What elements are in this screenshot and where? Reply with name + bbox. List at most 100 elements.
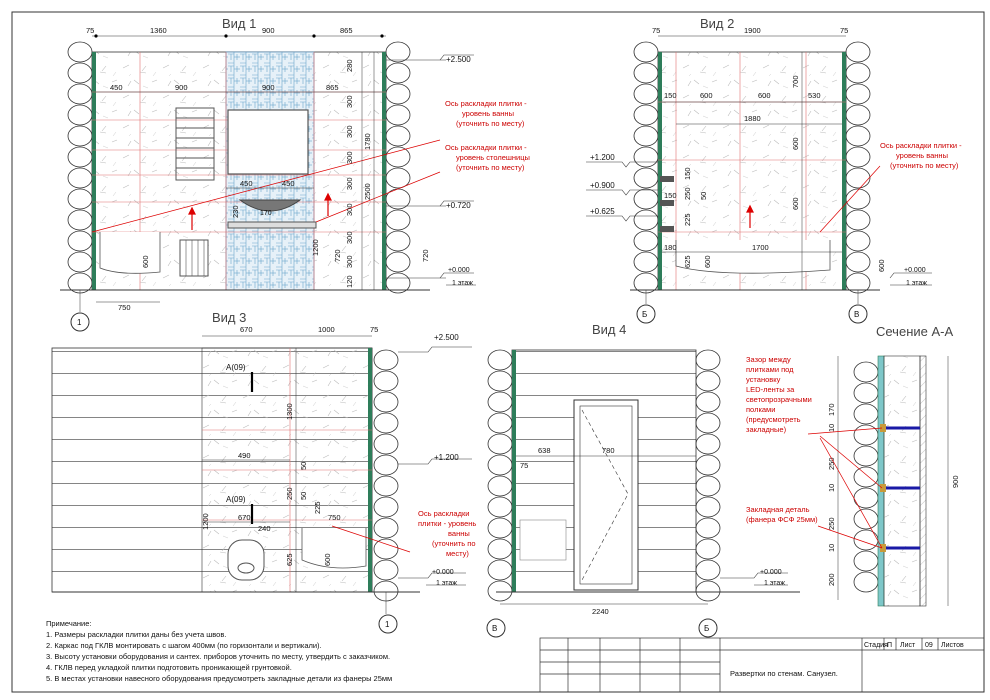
- v1-level-mid: +0.720: [446, 201, 471, 210]
- v3-note-line2: плитки - уровень: [418, 519, 476, 528]
- sec-dim-6: 10: [827, 544, 836, 552]
- v1-note1-line1: Ось раскладки плитки -: [445, 99, 527, 108]
- v2-v-2: 600: [791, 137, 800, 150]
- view-1: Вид 1: [60, 16, 530, 332]
- v3-v-2: 50: [299, 462, 308, 470]
- v3-mid-dim-1: 490: [238, 451, 251, 460]
- v1-top-dim-4: 865: [340, 26, 353, 35]
- v3-v-4: 50: [299, 492, 308, 500]
- v2-row-dim-3: 600: [758, 91, 771, 100]
- v3-v-3: 250: [285, 487, 294, 500]
- section-log-wall: [853, 361, 879, 593]
- v2-row-dim-1: 150: [664, 91, 677, 100]
- v4-dim-2: 780: [602, 446, 615, 455]
- cabinet: [519, 519, 567, 561]
- v3-note-line5: месту): [446, 549, 469, 558]
- section-a-a: Сечение А-А 170 10 250 10 250 10 200 900: [746, 324, 960, 607]
- shelf-1: [660, 176, 674, 182]
- view-4: Вид 4 638 780 75 2240: [486, 322, 800, 638]
- tb-sheet-value: 09: [925, 642, 933, 649]
- view-2-bathtub: [675, 240, 831, 274]
- view-2-title: Вид 2: [700, 16, 734, 31]
- v1-vr-5: 300: [345, 177, 354, 190]
- v1-vr-9: 120: [345, 275, 354, 288]
- v3-floor: 1 этаж: [436, 580, 457, 587]
- toilet: [227, 539, 265, 581]
- v2-v-9: 625: [683, 255, 692, 268]
- notes-item-3: 3. Высоту установки оборудования и санте…: [46, 652, 390, 661]
- view-3: Вид 3 А(09) А(09) 670 1000 75: [51, 310, 476, 634]
- v1-vr-3: 300: [345, 125, 354, 138]
- v4-axis-right: Б: [704, 624, 709, 633]
- tb-stage-label: Стадия: [864, 642, 888, 649]
- view-3-right-log-wall: [373, 349, 399, 602]
- v4-dim-3: 75: [520, 461, 528, 470]
- shelf-2: [660, 200, 674, 206]
- v1-row-dim-2: 900: [175, 83, 188, 92]
- v1-row-dim-1: 450: [110, 83, 123, 92]
- v2-level-3: +0.625: [590, 207, 615, 216]
- v2-floor: 1 этаж: [906, 280, 927, 287]
- v1-vl-2: 600: [141, 255, 150, 268]
- v2-row-dim-2: 600: [700, 91, 713, 100]
- sec-note1-2: плитками под: [746, 365, 794, 374]
- v3-axis: 1: [385, 620, 390, 629]
- v2-top-dim-1: 75: [652, 26, 660, 35]
- v2-level-1: +1.200: [590, 153, 615, 162]
- v3-section-label-2: А(09): [226, 495, 246, 504]
- v1-mid-dim-1: 450: [240, 179, 253, 188]
- v3-v-5: 225: [313, 501, 322, 514]
- sec-note1-3: установку: [746, 375, 781, 384]
- notes-item-2: 2. Каркас под ГКЛВ монтировать с шагом 4…: [46, 641, 322, 650]
- sec-dim-2: 10: [827, 424, 836, 432]
- v1-vm-2: 2500: [363, 183, 372, 200]
- v2-level-zero: +0.000: [904, 267, 926, 274]
- view-4-right-log-wall: [695, 349, 721, 602]
- v1-vr-2: 300: [345, 95, 354, 108]
- sec-note1-7: (предусмотреть: [746, 415, 801, 424]
- title-block: [539, 637, 985, 693]
- v3-note-line4: (уточнить по: [432, 539, 476, 548]
- v4-bottom-dim: 2240: [592, 607, 609, 616]
- v2-v-4: 150: [683, 167, 692, 180]
- v3-mid-dim-2: 670: [238, 513, 251, 522]
- v1-mid-dim-2: 450: [282, 179, 295, 188]
- v2-v-6: 50: [699, 192, 708, 200]
- view-4-title: Вид 4: [592, 322, 626, 337]
- sec-dim-7: 200: [827, 573, 836, 586]
- v1-top-dim-1: 75: [86, 26, 94, 35]
- sec-total: 900: [951, 475, 960, 488]
- v2-note-line2: уровень ванны: [896, 151, 948, 160]
- sec-dim-1: 170: [827, 403, 836, 416]
- v1-level-zero: +0.000: [448, 267, 470, 274]
- view-1-axis-arrows: [188, 192, 332, 230]
- view-2-right-log-wall: [845, 41, 871, 294]
- view-1-leader-1: [91, 139, 441, 233]
- v1-vm-3: 720: [421, 249, 430, 262]
- view-3-title: Вид 3: [212, 310, 246, 325]
- v1-vr-4: 300: [345, 151, 354, 164]
- notes-heading: Примечание:: [46, 619, 92, 628]
- v4-floor: 1 этаж: [764, 580, 785, 587]
- v2-v-3: 600: [791, 197, 800, 210]
- v2-note-line3: (уточнить по месту): [890, 161, 959, 170]
- v2-bottom-dim-1: 180: [664, 243, 677, 252]
- door: [573, 399, 639, 591]
- towel-rail: [175, 107, 215, 181]
- tb-stage-value: П: [887, 642, 892, 649]
- v2-top-dim-3: 75: [840, 26, 848, 35]
- sec-note1-8: закладные): [746, 425, 787, 434]
- v1-row-dim-4: 865: [326, 83, 339, 92]
- v3-mid-dim-3: 240: [258, 524, 271, 533]
- v2-axis-right: В: [854, 310, 859, 319]
- view-1-title: Вид 1: [222, 16, 256, 31]
- v1-note2-line2: уровень столешницы: [456, 153, 530, 162]
- v1-vr-8: 300: [345, 255, 354, 268]
- radiator: [179, 239, 209, 277]
- view-1-left-log-wall: [67, 41, 93, 294]
- v2-v-11: 600: [877, 259, 886, 272]
- view-1-leader-2: [315, 171, 441, 223]
- v1-note2-line1: Ось раскладки плитки -: [445, 143, 527, 152]
- v1-note1-line2: уровень ванны: [462, 109, 514, 118]
